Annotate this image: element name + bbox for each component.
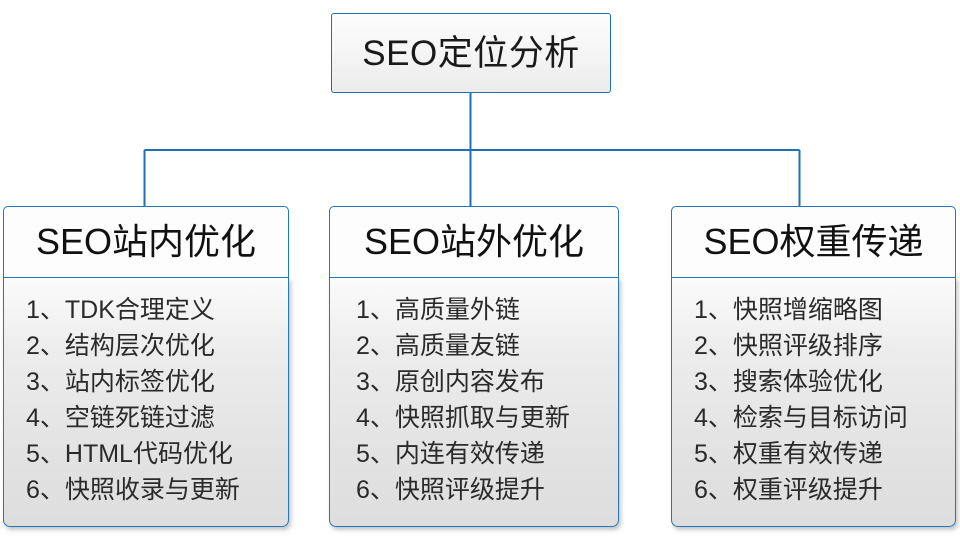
list-item-label: 原创内容发布 <box>394 368 545 396</box>
list-item-index: 6、 <box>356 476 395 504</box>
list-item[interactable]: 4、 空链死链过滤 <box>26 400 288 436</box>
list-item[interactable]: 6、 权重评级提升 <box>694 472 955 508</box>
list-item-label: 权重有效传递 <box>732 440 883 468</box>
list-item-label: 高质量友链 <box>394 332 520 360</box>
list-item[interactable]: 1、 TDK合理定义 <box>26 292 288 328</box>
list-item-label: 站内标签优化 <box>64 368 215 396</box>
list-item-index: 1、 <box>356 296 395 324</box>
branch-header-title-1: SEO站内优化 <box>35 221 257 262</box>
list-item[interactable]: 6、 快照收录与更新 <box>26 472 288 508</box>
branch-column-2: SEO站外优化 1、 高质量外链 2、 高质量友链 3、 原创内容发布 4、 快… <box>329 206 619 528</box>
branch-column-3: SEO权重传递 1、 快照增缩略图 2、 快照评级排序 3、 搜索体验优化 4、… <box>671 206 956 528</box>
list-item-label: TDK合理定义 <box>64 296 215 324</box>
list-item-label: 快照抓取与更新 <box>394 404 570 432</box>
list-item-label: 检索与目标访问 <box>732 404 908 432</box>
list-item[interactable]: 4、 快照抓取与更新 <box>356 400 618 436</box>
list-item[interactable]: 2、 结构层次优化 <box>26 328 288 364</box>
list-item-index: 3、 <box>26 368 65 396</box>
list-item-label: 搜索体验优化 <box>732 368 883 396</box>
branch-header-title-2: SEO站外优化 <box>363 221 585 262</box>
root-node-title: SEO定位分析 <box>362 33 580 73</box>
branch-header-1[interactable]: SEO站内优化 <box>3 206 289 278</box>
branch-header-2[interactable]: SEO站外优化 <box>329 206 619 278</box>
list-item[interactable]: 5、 HTML代码优化 <box>26 436 288 472</box>
list-item-index: 1、 <box>26 296 65 324</box>
list-item-index: 3、 <box>694 368 733 396</box>
list-item-label: 快照评级提升 <box>394 476 545 504</box>
list-item-index: 4、 <box>26 404 65 432</box>
list-item[interactable]: 5、 权重有效传递 <box>694 436 955 472</box>
list-item-index: 5、 <box>356 440 395 468</box>
branch-header-title-3: SEO权重传递 <box>703 221 924 262</box>
list-item[interactable]: 3、 原创内容发布 <box>356 364 618 400</box>
list-item-label: 结构层次优化 <box>64 332 215 360</box>
list-item-label: 高质量外链 <box>394 296 520 324</box>
list-item-label: 权重评级提升 <box>732 476 883 504</box>
list-item-index: 4、 <box>356 404 395 432</box>
list-item[interactable]: 2、 快照评级排序 <box>694 328 955 364</box>
list-item[interactable]: 6、 快照评级提升 <box>356 472 618 508</box>
list-item-index: 6、 <box>26 476 65 504</box>
list-item-index: 1、 <box>694 296 733 324</box>
list-item-index: 4、 <box>694 404 733 432</box>
list-item[interactable]: 4、 检索与目标访问 <box>694 400 955 436</box>
list-item[interactable]: 2、 高质量友链 <box>356 328 618 364</box>
list-item[interactable]: 1、 高质量外链 <box>356 292 618 328</box>
branch-header-3[interactable]: SEO权重传递 <box>671 206 956 278</box>
list-item-label: 快照收录与更新 <box>64 476 240 504</box>
branch-list-3: 1、 快照增缩略图 2、 快照评级排序 3、 搜索体验优化 4、 检索与目标访问… <box>671 277 956 527</box>
list-item-index: 2、 <box>694 332 733 360</box>
branch-list-1: 1、 TDK合理定义 2、 结构层次优化 3、 站内标签优化 4、 空链死链过滤… <box>3 277 289 527</box>
list-item-label: HTML代码优化 <box>64 440 233 468</box>
list-item[interactable]: 1、 快照增缩略图 <box>694 292 955 328</box>
list-item-index: 3、 <box>356 368 395 396</box>
list-item-label: 快照增缩略图 <box>732 296 883 324</box>
list-item[interactable]: 5、 内连有效传递 <box>356 436 618 472</box>
list-item-index: 5、 <box>26 440 65 468</box>
branch-column-1: SEO站内优化 1、 TDK合理定义 2、 结构层次优化 3、 站内标签优化 4… <box>3 206 289 528</box>
list-item-index: 2、 <box>356 332 395 360</box>
root-node[interactable]: SEO定位分析 <box>331 13 611 93</box>
list-item-index: 6、 <box>694 476 733 504</box>
branch-list-2: 1、 高质量外链 2、 高质量友链 3、 原创内容发布 4、 快照抓取与更新 5… <box>329 277 619 527</box>
list-item-index: 2、 <box>26 332 65 360</box>
list-item-label: 空链死链过滤 <box>64 404 215 432</box>
list-item-label: 内连有效传递 <box>394 440 545 468</box>
list-item-label: 快照评级排序 <box>732 332 883 360</box>
list-item[interactable]: 3、 搜索体验优化 <box>694 364 955 400</box>
list-item[interactable]: 3、 站内标签优化 <box>26 364 288 400</box>
list-item-index: 5、 <box>694 440 733 468</box>
